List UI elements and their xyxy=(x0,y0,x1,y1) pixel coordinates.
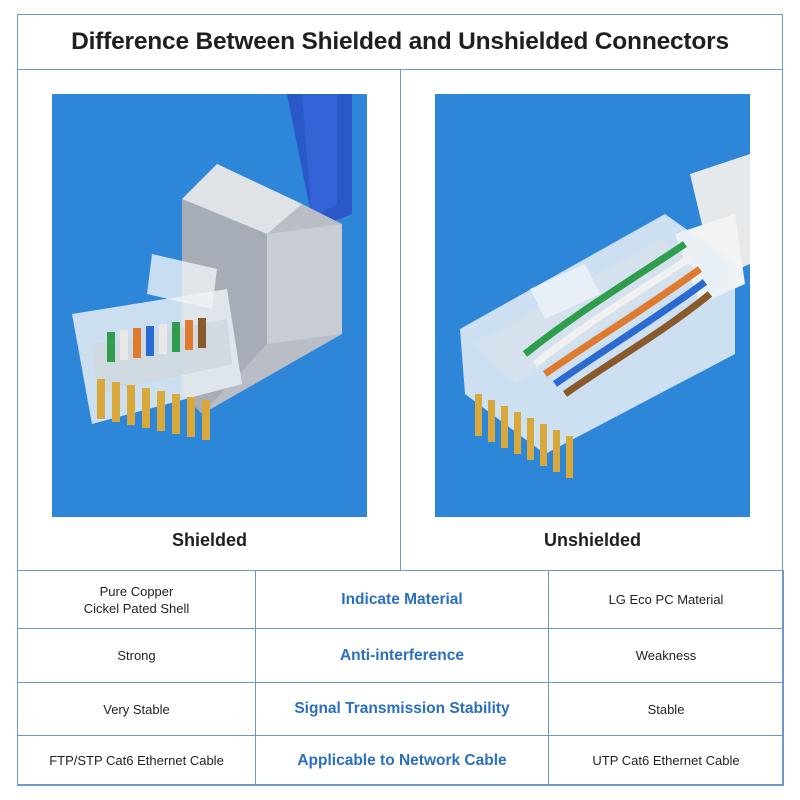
shielded-connector-illustration xyxy=(72,94,352,440)
shielded-connector-image xyxy=(52,94,367,517)
unshielded-connector-image xyxy=(435,94,750,517)
property-label: Anti-interference xyxy=(255,628,549,683)
property-label: Applicable to Network Cable xyxy=(255,735,549,786)
table-row: Pure Copper Cickel Pated Shell Indicate … xyxy=(17,570,784,629)
column-divider xyxy=(400,70,401,570)
unshielded-value: Weakness xyxy=(548,628,784,683)
page-title: Difference Between Shielded and Unshield… xyxy=(71,27,729,55)
shielded-value: Very Stable xyxy=(17,682,256,736)
property-label: Indicate Material xyxy=(255,570,549,629)
shielded-caption: Shielded xyxy=(171,530,247,550)
shielded-value: FTP/STP Cat6 Ethernet Cable xyxy=(17,735,256,786)
unshielded-caption: Unshielded xyxy=(543,530,641,550)
property-label: Signal Transmission Stability xyxy=(255,682,549,736)
unshielded-value: Stable xyxy=(548,682,784,736)
title-bar: Difference Between Shielded and Unshield… xyxy=(17,14,783,70)
comparison-table: Pure Copper Cickel Pated Shell Indicate … xyxy=(17,570,784,786)
unshielded-value: UTP Cat6 Ethernet Cable xyxy=(548,735,784,786)
shielded-value: Strong xyxy=(17,628,256,683)
table-row: FTP/STP Cat6 Ethernet Cable Applicable t… xyxy=(17,735,784,786)
shielded-value: Pure Copper Cickel Pated Shell xyxy=(17,570,256,629)
table-row: Very Stable Signal Transmission Stabilit… xyxy=(17,682,784,736)
unshielded-value: LG Eco PC Material xyxy=(548,570,784,629)
table-row: Strong Anti-interference Weakness xyxy=(17,628,784,683)
unshielded-connector-illustration xyxy=(460,154,750,478)
